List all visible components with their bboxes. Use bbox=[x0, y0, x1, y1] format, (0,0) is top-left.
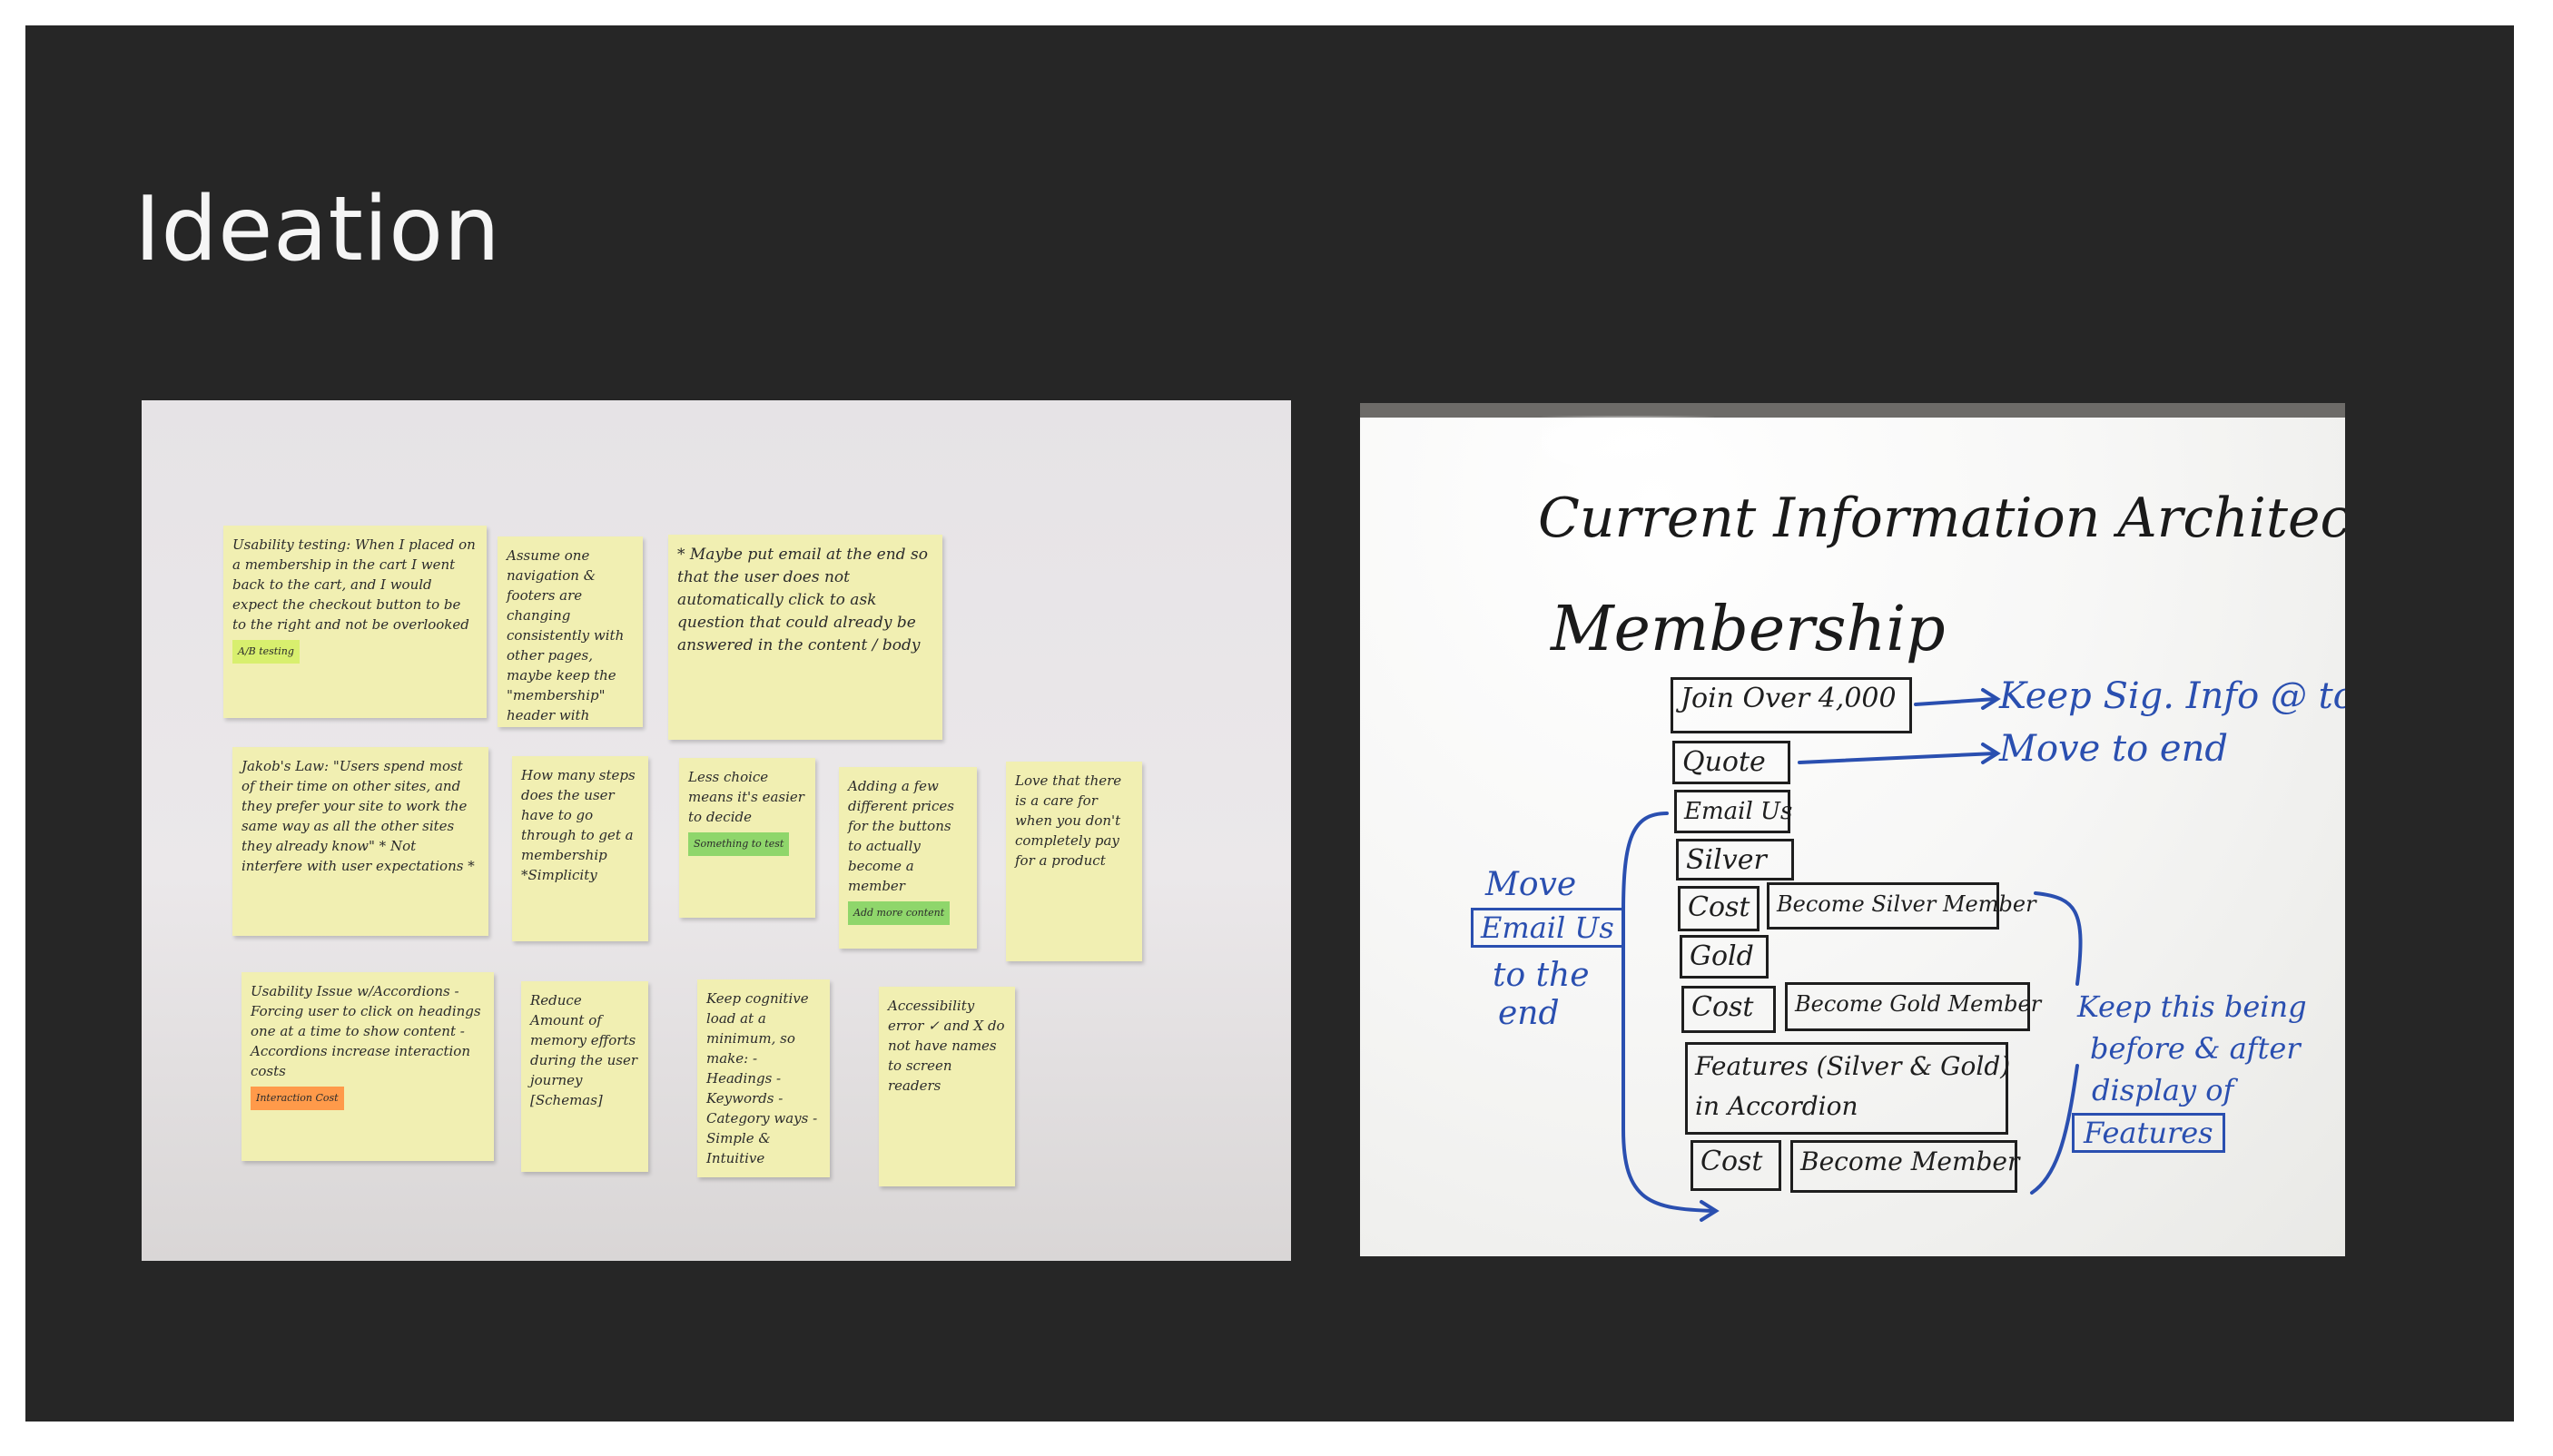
note-move-end: Move to end bbox=[1999, 728, 2228, 770]
note-keep-line: display of bbox=[2092, 1073, 2234, 1107]
sticky-note: Assume one navigation & footers are chan… bbox=[498, 536, 643, 727]
ia-box-cost: Cost bbox=[1690, 1140, 1781, 1191]
ia-box-become-member: Become Member bbox=[1790, 1140, 2019, 1193]
note-tag: Interaction Cost bbox=[251, 1087, 344, 1110]
whiteboard-heading: Current Information Architecture bbox=[1538, 487, 2345, 550]
ia-box-silver: Silver bbox=[1676, 839, 1794, 880]
note-keep-line: before & after bbox=[2090, 1031, 2301, 1066]
ia-box-gold: Gold bbox=[1680, 935, 1769, 979]
slide: Ideation Usability testing: When I place… bbox=[25, 25, 2514, 1422]
ia-box-cost: Cost bbox=[1678, 886, 1760, 931]
sticky-notes-photo: Usability testing: When I placed on a me… bbox=[142, 400, 1291, 1261]
ia-box-quote: Quote bbox=[1672, 741, 1790, 784]
note-features-box: Features bbox=[2072, 1113, 2225, 1153]
ia-box-features: Features (Silver & Gold) in Accordion bbox=[1685, 1042, 2010, 1135]
sticky-note: Reduce Amount of memory efforts during t… bbox=[521, 981, 648, 1172]
note-to-the: to the bbox=[1493, 957, 1590, 994]
note-keep-line: Keep this being bbox=[2077, 989, 2307, 1024]
sticky-note: Jakob's Law: "Users spend most of their … bbox=[232, 747, 488, 936]
bracket-curve bbox=[2030, 1064, 2079, 1195]
bracket-curve bbox=[2034, 891, 2083, 986]
whiteboard-arrows bbox=[1622, 688, 2083, 1222]
ia-box-email: Email Us bbox=[1674, 790, 1792, 833]
ia-box-become-silver: Become Silver Member bbox=[1767, 882, 2036, 930]
note-tag: A/B testing bbox=[232, 640, 300, 664]
whiteboard-section: Membership bbox=[1551, 594, 1946, 665]
note-tag: Add more content bbox=[848, 901, 951, 925]
sticky-note: Less choice means it's easier to decide … bbox=[679, 758, 815, 918]
whiteboard-photo: Current Information Architecture Members… bbox=[1360, 403, 2345, 1256]
sticky-note: Keep cognitive load at a minimum, so mak… bbox=[697, 979, 830, 1177]
sticky-note: * Maybe put email at the end so that the… bbox=[668, 535, 942, 740]
note-end: end bbox=[1498, 995, 1560, 1032]
sticky-note: Love that there is a care for when you d… bbox=[1006, 762, 1142, 961]
note-keep-top: Keep Sig. Info @ top bbox=[1999, 675, 2345, 717]
arrow-head bbox=[1981, 688, 2001, 710]
sticky-note: Adding a few different prices for the bu… bbox=[839, 767, 977, 949]
arrow-head bbox=[1981, 743, 2001, 764]
sticky-note: Usability testing: When I placed on a me… bbox=[223, 526, 487, 718]
note-email-us: Email Us bbox=[1471, 908, 1624, 948]
ia-box-become-gold: Become Gold Member bbox=[1785, 982, 2041, 1031]
whiteboard-frame bbox=[1360, 403, 2345, 418]
arrow-line bbox=[1798, 752, 1997, 764]
ia-box-cost: Cost bbox=[1681, 986, 1776, 1033]
note-tag: Something to test bbox=[688, 832, 790, 856]
sticky-note: How many steps does the user have to go … bbox=[512, 756, 648, 941]
light-glare bbox=[1542, 416, 1714, 470]
note-move: Move bbox=[1485, 866, 1577, 903]
ia-box-join: Join Over 4,000 bbox=[1671, 677, 1912, 733]
arrow-curve bbox=[1622, 812, 1716, 1213]
sticky-note: Usability Issue w/Accordions - Forcing u… bbox=[242, 972, 494, 1161]
slide-title: Ideation bbox=[134, 178, 501, 281]
arrow-head bbox=[1700, 1200, 1720, 1222]
arrow-line bbox=[1914, 697, 1997, 706]
sticky-note: Accessibility error ✓ and X do not have … bbox=[879, 987, 1015, 1186]
